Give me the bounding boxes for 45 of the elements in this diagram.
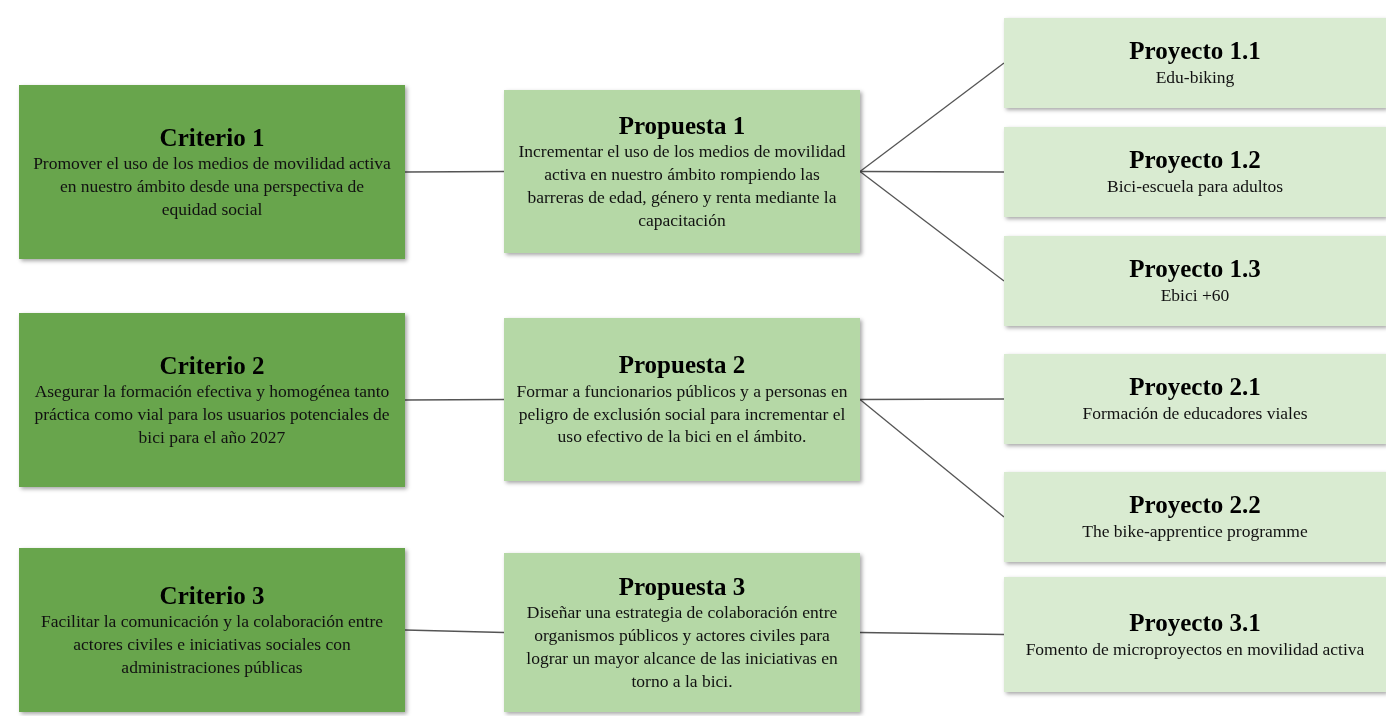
box-title: Propuesta 3: [618, 572, 746, 602]
connector-line: [859, 631, 1005, 636]
proposal-box: [504, 90, 860, 253]
project-box: [1004, 127, 1386, 217]
box-description: Incrementar el uso de los medios de movilidad activa en nuestro ámbito rompiendo las barreras de edad, género y renta mediante la capacitación: [517, 140, 847, 232]
box-title: Proyecto 2.2: [1129, 491, 1261, 520]
connector-line: [859, 62, 1005, 173]
connector-line: [404, 170, 505, 173]
proposal-box: [504, 318, 860, 481]
box-title: Propuesta 2: [618, 351, 746, 380]
box-title: Proyecto 1.2: [1129, 146, 1261, 175]
box-title: Criterio 2: [159, 351, 265, 381]
criterion-box: [19, 548, 405, 712]
criterion-box: [19, 313, 405, 487]
connector-line: [859, 398, 1005, 401]
project-box: [1004, 236, 1386, 326]
box-description: Edu-biking: [1155, 66, 1235, 89]
box-description: Bici-escuela para adultos: [1107, 175, 1283, 198]
connector-line: [859, 398, 1005, 518]
project-box: [1004, 472, 1386, 562]
box-description: Promover el uso de los medios de movilidad activa en nuestro ámbito desde una perspectiva de equidad social: [32, 152, 392, 221]
proposal-box: [504, 553, 860, 712]
connector-line: [404, 629, 505, 634]
connector-line: [859, 170, 1005, 282]
box-description: Diseñar una estrategia de colaboración entre organismos públicos y actores civiles para lograr un mayor alcance de las iniciativas en torno a la bici.: [525, 601, 839, 693]
box-title: Criterio 1: [159, 123, 265, 153]
project-box: [1004, 354, 1386, 444]
connector-line: [404, 398, 505, 401]
project-box: [1004, 577, 1386, 692]
box-description: Asegurar la formación efectiva y homogénea tanto práctica como vial para los usuarios potenciales de bici para el año 2027: [33, 380, 391, 449]
box-title: Criterio 3: [159, 581, 265, 611]
box-title: Proyecto 1.3: [1129, 255, 1261, 284]
box-title: Proyecto 3.1: [1129, 608, 1261, 638]
project-box: [1004, 18, 1386, 108]
box-title: Propuesta 1: [618, 111, 746, 141]
criterion-box: [19, 85, 405, 259]
box-title: Proyecto 2.1: [1129, 373, 1261, 402]
box-description: Ebici +60: [1160, 284, 1230, 307]
box-description: Formar a funcionarios públicos y a personas en peligro de exclusión social para incrementar el uso efectivo de la bici en el ámbito.: [516, 379, 848, 448]
box-description: Fomento de microproyectos en movilidad activa: [1025, 637, 1365, 661]
box-description: The bike-apprentice programme: [1082, 520, 1308, 543]
connector-line: [859, 170, 1005, 173]
box-description: Facilitar la comunicación y la colaboración entre actores civiles e iniciativas sociales con administraciones públicas: [39, 610, 385, 679]
box-description: Formación de educadores viales: [1082, 402, 1308, 425]
box-title: Proyecto 1.1: [1129, 37, 1261, 66]
